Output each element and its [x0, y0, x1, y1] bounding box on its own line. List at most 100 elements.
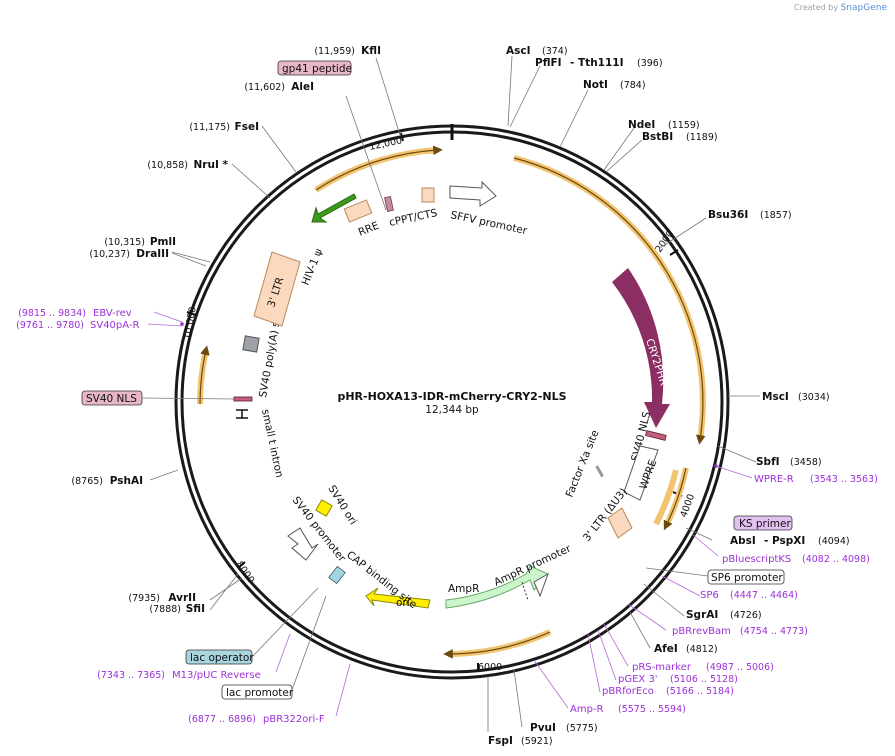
orf-arcs [197, 145, 706, 659]
tick-label-10000: 10,000 [182, 306, 199, 341]
factor-xa-mark [595, 465, 604, 478]
sp6-promoter-label: SP6 promoter [711, 572, 783, 584]
plasmid-size: 12,344 bp [425, 404, 479, 416]
orf-arc-bottom [447, 629, 552, 657]
hiv-green-arrow [311, 193, 357, 223]
sv40-polya-box [242, 335, 260, 353]
enzyme-labels: AscI (374) PflFI - Tth111I (396) NotI (7… [71, 45, 849, 747]
svg-text:(11,175): (11,175) [189, 122, 230, 133]
svg-text:(5166 .. 5184): (5166 .. 5184) [666, 686, 734, 697]
enzyme-PshAI: PshAI [110, 475, 143, 487]
svg-text:(10,237): (10,237) [89, 249, 130, 260]
inner-features: CRY2PHR SV40 NLS WPRE Factor Xa site 3' … [233, 180, 670, 611]
svg-text:(6877 .. 6896): (6877 .. 6896) [188, 714, 256, 725]
primer-SV40pA-R: SV40pA-R [90, 320, 139, 331]
svg-text:(4987 .. 5006): (4987 .. 5006) [706, 662, 774, 673]
svg-text:(784): (784) [620, 80, 646, 91]
enzyme-AbsI: AbsI [730, 535, 756, 547]
primer-Amp-R: Amp-R [570, 704, 604, 715]
orf-arc-left [197, 349, 209, 405]
svg-text:(1857): (1857) [760, 210, 792, 221]
enzyme-PvuI: PvuI [530, 722, 556, 734]
orf-arc-right-2 [653, 469, 679, 526]
rre-label: RRE [357, 220, 381, 239]
enzyme-leaders [149, 55, 760, 732]
primer-leaders [147, 311, 753, 717]
svg-text:(374): (374) [542, 46, 568, 57]
svg-text:(7888): (7888) [149, 604, 181, 615]
svg-text:(1159): (1159) [668, 120, 700, 131]
enzyme-AvrII: AvrII [168, 592, 196, 604]
cppt-box [421, 187, 435, 203]
enzyme-PflFI: PflFI [535, 57, 562, 69]
svg-text:(10,858): (10,858) [147, 160, 188, 171]
svg-text:(11,959): (11,959) [314, 46, 355, 57]
primer-labels: WPRE-R (3543 .. 3563) pBluescriptKS (408… [16, 308, 878, 725]
enzyme-AfeI: AfeI [654, 643, 678, 655]
primer-pBR322ori-F: pBR322ori-F [263, 714, 325, 725]
enzyme-AleI: AleI [291, 81, 314, 93]
enzyme-Bsu36I: Bsu36I [708, 209, 748, 221]
svg-text:(3034): (3034) [798, 392, 830, 403]
primer-EBV-rev: EBV-rev [93, 308, 132, 319]
ltr-du3-box [607, 507, 633, 539]
sffv-promoter-arrow [449, 180, 497, 207]
small-t-mark [236, 409, 248, 419]
ltr3-box [253, 251, 301, 327]
hiv-psi-label: HIV-1 ψ [300, 247, 325, 287]
ampr-promoter-arrow [533, 572, 549, 598]
enzyme-MscI: MscI [762, 391, 789, 403]
svg-text:(8765): (8765) [71, 476, 103, 487]
cppt-mark [384, 196, 394, 212]
gp41-peptide-label: gp41 peptide [282, 63, 352, 75]
svg-text:(11,602): (11,602) [244, 82, 285, 93]
primer-WPRE-R: WPRE-R [754, 474, 794, 485]
ampr-arrow [445, 565, 549, 609]
lac-operator-label: lac operator [190, 652, 254, 664]
enzyme-PmlI: PmlI [150, 236, 176, 248]
svg-text:(7343 .. 7365): (7343 .. 7365) [97, 670, 165, 681]
rre-box [343, 199, 373, 223]
enzyme-NdeI: NdeI [628, 119, 655, 131]
svg-text:(4094): (4094) [818, 536, 850, 547]
svg-text:(5775): (5775) [566, 723, 598, 734]
svg-text:(4447 .. 4464): (4447 .. 4464) [730, 590, 798, 601]
svg-text:(9761 .. 9780): (9761 .. 9780) [16, 320, 84, 331]
enzyme-PspXI: - PspXI [764, 535, 805, 547]
enzyme-SbfI: SbfI [756, 456, 780, 468]
tick-label-2000: 2000 [653, 229, 676, 255]
enzyme-AscI: AscI [506, 45, 531, 57]
svg-text:(10,315): (10,315) [104, 237, 145, 248]
enzyme-BstBI: BstBI [642, 131, 673, 143]
primer-pRS-marker: pRS-marker [632, 662, 692, 673]
enzyme-Tth111I: - Tth111I [570, 57, 624, 69]
plasmid-name: pHR-HOXA13-IDR-mCherry-CRY2-NLS [337, 390, 566, 403]
svg-text:(7935): (7935) [128, 593, 160, 604]
primer-pBRforEco: pBRforEco [602, 686, 654, 697]
ks-primer-label: KS primer [739, 518, 791, 530]
sv40-nls-left-mark [233, 396, 253, 402]
primer-M13-pUC-Reverse: M13/pUC Reverse [172, 670, 261, 681]
sv40-promoter-arrow [287, 527, 319, 561]
enzyme-SgrAI: SgrAI [686, 609, 718, 621]
sffv-promoter-label: SFFV promoter [449, 209, 528, 237]
factor-xa-label: Factor Xa site [564, 428, 602, 499]
wpre-box [623, 445, 659, 501]
sv40-nls-inner-mark [645, 430, 667, 441]
primer-pBRrevBam: pBRrevBam [672, 626, 731, 637]
primer-pBluescriptKS: pBluescriptKS [722, 554, 791, 565]
svg-text:(4812): (4812) [686, 644, 718, 655]
svg-text:(4754 .. 4773): (4754 .. 4773) [740, 626, 808, 637]
primer-SP6: SP6 [700, 590, 719, 601]
svg-text:(3543 .. 3563): (3543 .. 3563) [810, 474, 878, 485]
svg-text:(3458): (3458) [790, 457, 822, 468]
enzyme-KflI: KflI [361, 45, 381, 57]
snapgene-credit: Created by SnapGene [794, 3, 887, 13]
enzyme-FspI: FspI [488, 735, 513, 747]
svg-text:(4082 .. 4098): (4082 .. 4098) [802, 554, 870, 565]
lac-operator-mark [328, 565, 346, 585]
svg-text:(1189): (1189) [686, 132, 718, 143]
svg-text:(5575 .. 5594): (5575 .. 5594) [618, 704, 686, 715]
